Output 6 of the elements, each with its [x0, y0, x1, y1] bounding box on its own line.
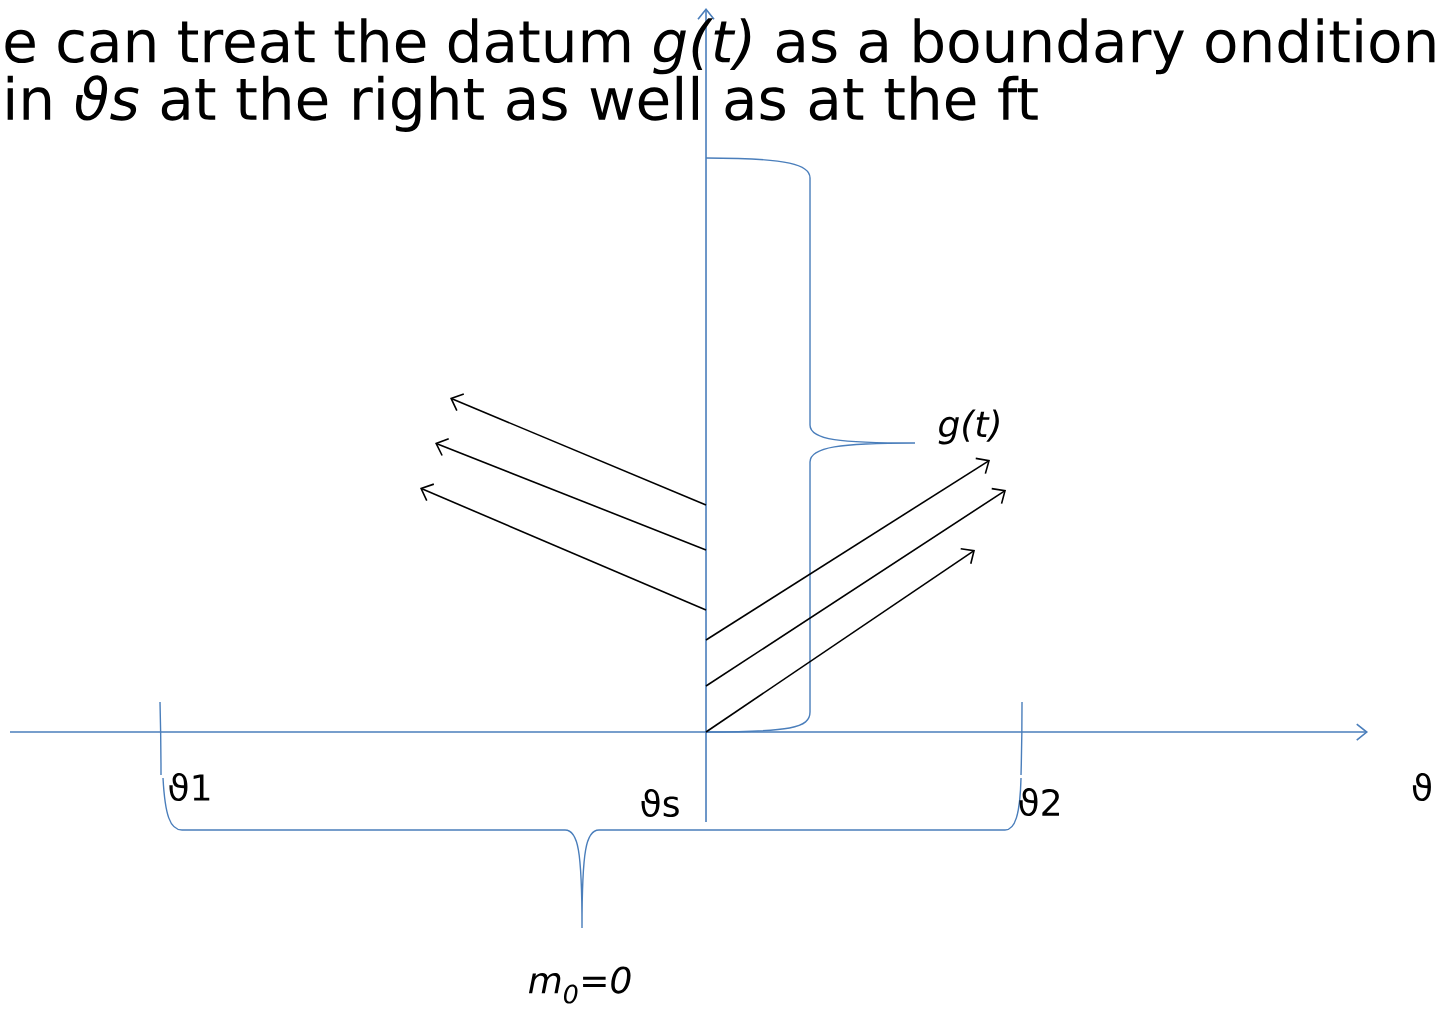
axis-label: ϑ	[1412, 773, 1431, 802]
axis-label: ϑs	[641, 788, 679, 818]
axis-label: ϑ1	[169, 773, 210, 802]
axis-label: m$_{0}$=0	[528, 966, 631, 1004]
axis-label: g(t)	[938, 409, 999, 445]
axis-label: ϑ2	[1019, 788, 1059, 817]
